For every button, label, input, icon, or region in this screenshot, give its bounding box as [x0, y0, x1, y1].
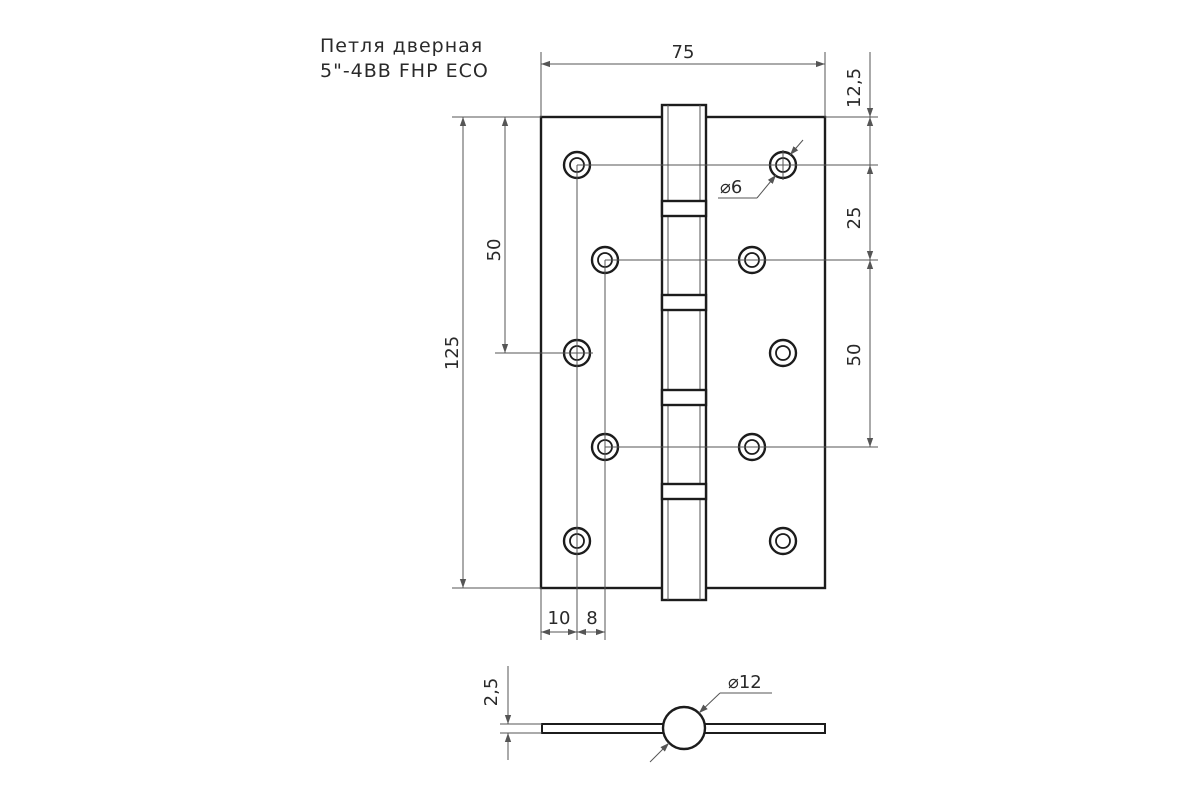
screw-hole — [768, 338, 798, 368]
dim-right-50-label: 50 — [844, 344, 865, 367]
dim-edge-offset-label: 10 — [548, 608, 571, 629]
hinge-side-view — [500, 666, 826, 763]
dim-knuckle-diameter-label: ⌀12 — [728, 672, 762, 693]
title-line-2: 5"-4BB FHP ECO — [320, 60, 489, 82]
dim-width-label: 75 — [672, 42, 695, 63]
hinge-knuckle — [660, 103, 708, 602]
dim-hole-diameter-label: ⌀6 — [720, 177, 742, 198]
dimension-lines — [459, 52, 874, 636]
dim-row-offset-label: 8 — [586, 608, 597, 629]
title-line-1: Петля дверная — [320, 35, 483, 57]
screw-hole — [768, 526, 798, 556]
dim-top-offset-label: 12,5 — [844, 68, 865, 108]
dim-thickness-label: 2,5 — [481, 678, 502, 707]
dim-left-50-label: 50 — [484, 239, 505, 262]
dim-height-label: 125 — [442, 336, 463, 370]
dim-25-label: 25 — [844, 207, 865, 230]
